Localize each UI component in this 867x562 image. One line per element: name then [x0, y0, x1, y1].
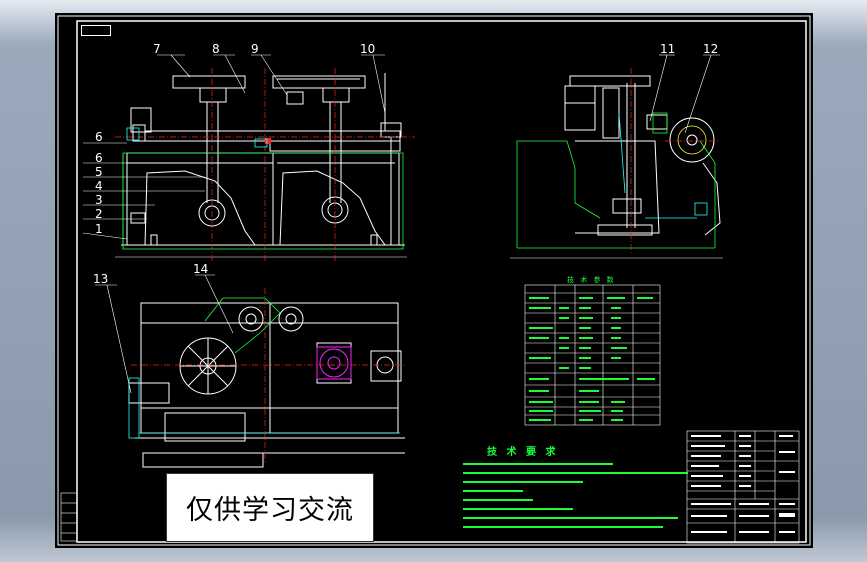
- parameters-table-grid: [524, 284, 661, 426]
- technical-requirements-notes: [463, 461, 703, 533]
- title-block-grid: [686, 430, 800, 544]
- drawing-canvas: [57, 15, 811, 546]
- note-line: [463, 461, 703, 468]
- callout-11: 11: [660, 42, 676, 56]
- note-line: [463, 515, 703, 522]
- technical-requirements-title: 技 术 要 求: [487, 447, 559, 458]
- callout-3: 3: [95, 193, 103, 207]
- callout-8: 8: [212, 42, 220, 56]
- frame-tag: [81, 25, 111, 36]
- callout-9: 9: [251, 42, 259, 56]
- note-line: [463, 488, 703, 495]
- note-line: [463, 524, 703, 531]
- note-line: [463, 506, 703, 513]
- callout-2: 2: [95, 207, 103, 221]
- callout-6a: 6: [95, 130, 103, 144]
- revision-block-grid: [60, 492, 78, 542]
- callout-6b: 6: [95, 151, 103, 165]
- callout-12: 12: [703, 42, 719, 56]
- front-view: [115, 73, 407, 258]
- parameters-table-marks: [529, 297, 655, 421]
- note-line: [463, 497, 703, 504]
- parameters-table-title: 技 术 参 数: [567, 276, 616, 284]
- callout-5: 5: [95, 165, 103, 179]
- callout-10: 10: [360, 42, 376, 56]
- cad-drawing-sheet[interactable]: 7 8 9 10 11 12 6 6 5 4 3 2 1 13 14 技 术 参…: [55, 13, 813, 548]
- callout-14: 14: [193, 262, 209, 276]
- callout-4: 4: [95, 179, 103, 193]
- title-block-marks: [691, 435, 795, 533]
- callout-13: 13: [93, 272, 109, 286]
- note-line: [463, 470, 703, 477]
- callout-1: 1: [95, 222, 103, 236]
- note-line: [463, 479, 703, 486]
- watermark-label: 仅供学习交流: [166, 473, 374, 542]
- callout-7: 7: [153, 42, 161, 56]
